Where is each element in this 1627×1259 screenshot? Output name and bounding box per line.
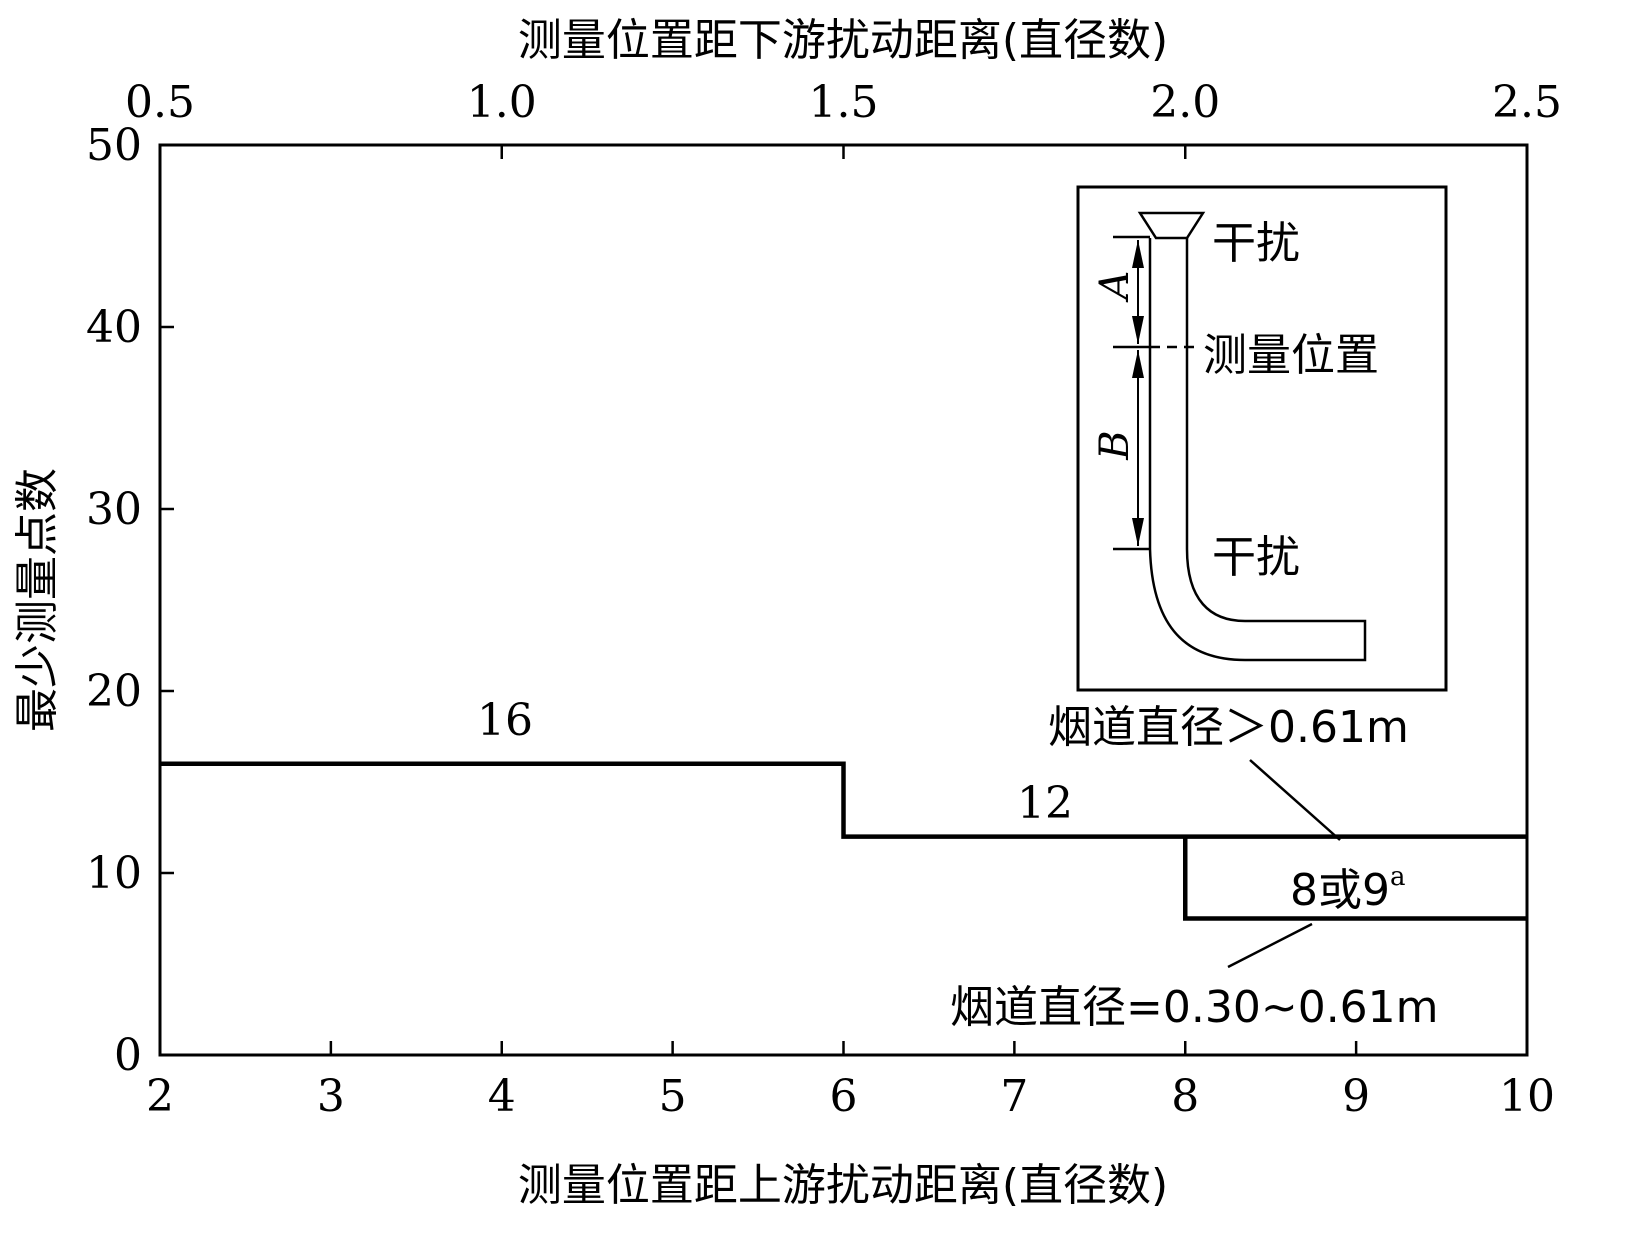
y-tick-label: 0 (114, 1030, 142, 1081)
data-label-8-or-9: 8或9a (1290, 862, 1406, 916)
x2-tick-label: 1.5 (809, 77, 879, 128)
x2-tick-label: 2.5 (1492, 77, 1562, 128)
leader-line-small (1227, 922, 1313, 969)
inset-funnel (1137, 211, 1206, 240)
x2-tick-label: 0.5 (125, 77, 195, 128)
series-line-0 (160, 761, 1527, 839)
x-tick-label: 7 (1000, 1071, 1028, 1122)
y-tick-label: 40 (86, 302, 142, 353)
x-axis-label: 测量位置距上游扰动距离(直径数) (518, 1160, 1168, 1211)
x-tick-label: 8 (1171, 1071, 1199, 1122)
x-tick-label: 10 (1499, 1071, 1555, 1122)
y-tick-label: 20 (86, 666, 142, 717)
x-tick-label: 6 (830, 1071, 858, 1122)
x2-tick-label: 1.0 (467, 77, 537, 128)
data-label-16: 16 (477, 695, 533, 746)
y-axis-label: 最少测量点数 (12, 468, 63, 732)
x2-axis-label: 测量位置距下游扰动距离(直径数) (518, 15, 1168, 66)
x-tick-label: 9 (1342, 1071, 1370, 1122)
x2-tick-label: 2.0 (1150, 77, 1220, 128)
y-tick-label: 10 (86, 848, 142, 899)
inset-label-a: A (1092, 271, 1138, 304)
leader-line-large (1249, 759, 1341, 841)
inset-label-b: B (1092, 430, 1138, 460)
inset-disturbance-top: 干扰 (1212, 218, 1300, 269)
tick-labels: 2 3 4 5 6 7 8 9 10 0.5 1.0 1.5 2.0 2.5 0 10 20 30 40 50 (86, 77, 1562, 1122)
inset-diagram: A B 干扰 测量位置 干扰 (1076, 185, 1448, 692)
series-line-1 (1183, 836, 1527, 921)
x-tick-label: 5 (659, 1071, 687, 1122)
data-label-12: 12 (1017, 778, 1073, 829)
arrowheads (1132, 240, 1144, 546)
x-tick-label: 4 (488, 1071, 516, 1122)
y-tick-label: 50 (86, 120, 142, 171)
inset-measure-position: 测量位置 (1203, 330, 1379, 381)
inset-disturbance-bottom: 干扰 (1212, 532, 1300, 583)
x-tick-label: 3 (317, 1071, 345, 1122)
annotation-large-duct: 烟道直径＞0.61m (1048, 702, 1409, 753)
x-tick-label: 2 (146, 1071, 174, 1122)
series-group (160, 761, 1527, 921)
inset-frame (1076, 185, 1448, 692)
y-tick-label: 30 (86, 484, 142, 535)
inset-pipe (1148, 238, 1367, 662)
annotation-small-duct: 烟道直径=0.30~0.61m (950, 982, 1439, 1033)
plot-frame (158, 143, 1529, 1057)
